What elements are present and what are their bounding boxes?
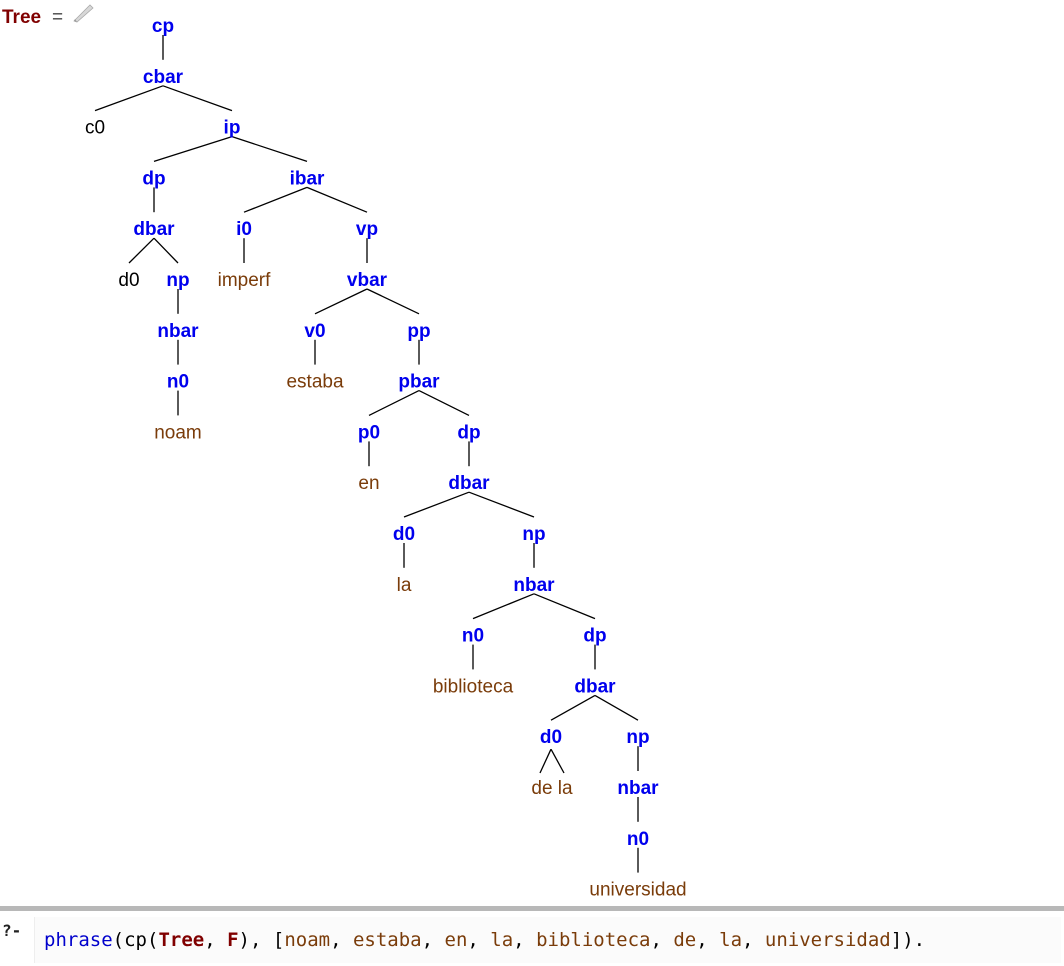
query-token-pred: phrase — [44, 929, 113, 951]
tree-leaf-c0: c0 — [85, 118, 105, 139]
query-token-punct: , — [742, 929, 765, 951]
query-token-atom: biblioteca — [536, 929, 651, 951]
answer-variable: Tree — [2, 7, 42, 28]
tree-leaf-d0: d0 — [118, 270, 139, 291]
answer-pane: Tree = cp cbar c0 ip dp dbar d0 np nbar n0 noam iba… — [2, 3, 687, 901]
tree-node-dp: dp — [457, 422, 480, 443]
tree-node-nbar: nbar — [513, 575, 555, 596]
query-token-punct: , — [467, 929, 491, 951]
query-token-atom: noam — [284, 929, 331, 951]
tree-node-v0: v0 — [304, 321, 325, 342]
tree-node-dbar: dbar — [133, 219, 175, 240]
tree-leaf-imperf: imperf — [218, 270, 272, 291]
query-token-var: Tree — [158, 929, 205, 951]
tree-leaf-noam: noam — [154, 422, 202, 443]
query-token-punct: , — [204, 929, 228, 951]
tree-edge — [539, 748, 552, 774]
query-token-atom: universidad — [764, 929, 891, 951]
tree-edge — [153, 135, 233, 163]
tree-edge — [314, 288, 368, 315]
query-token-punct: ]). — [890, 929, 926, 951]
tree-node-dp: dp — [583, 626, 606, 647]
tree-node-cbar: cbar — [143, 67, 184, 88]
query-token-punct: , — [513, 929, 537, 951]
pane-divider[interactable] — [0, 906, 1064, 911]
tree-node-pp: pp — [407, 321, 430, 342]
query-prompt: ?- — [2, 921, 22, 940]
pencil-icon[interactable] — [72, 3, 94, 28]
tree-node-p0: p0 — [358, 422, 380, 443]
tree-edge — [94, 85, 164, 112]
tree-node-dbar: dbar — [574, 676, 616, 697]
query-text[interactable]: phrase(cp(Tree, F), [noam, estaba, en, l… — [44, 929, 925, 951]
tree-node-ip: ip — [224, 118, 241, 139]
query-token-punct: , — [696, 929, 720, 951]
tree-edge — [594, 694, 639, 721]
query-editor[interactable]: phrase(cp(Tree, F), [noam, estaba, en, l… — [34, 917, 1061, 963]
tree-leaf-universidad: universidad — [589, 880, 686, 901]
tree-node-dp: dp — [142, 168, 165, 189]
query-token-atom: estaba — [352, 929, 422, 951]
tree-node-d0: d0 — [540, 727, 562, 748]
tree-edge — [418, 390, 470, 416]
tree-node-nbar: nbar — [157, 321, 199, 342]
tree-edge — [128, 237, 155, 264]
tree-node-d0: d0 — [393, 524, 415, 545]
tree-leaf-de-la: de la — [531, 778, 573, 799]
parse-tree: cp cbar c0 ip dp dbar d0 np nbar n0 noam ibar i0 impe… — [85, 16, 687, 901]
tree-edge — [550, 694, 596, 721]
tree-edge — [472, 593, 535, 620]
tree-leaf-la: la — [397, 575, 412, 596]
tree-node-dbar: dbar — [448, 473, 490, 494]
tree-edge — [533, 593, 596, 620]
tree-edge — [550, 748, 565, 774]
tree-edge — [403, 491, 470, 518]
tree-node-np: np — [626, 727, 649, 748]
tree-edge — [468, 491, 535, 518]
tree-node-np: np — [166, 270, 189, 291]
tree-node-vp: vp — [356, 219, 378, 240]
query-token-punct: ( — [112, 929, 125, 951]
tree-leaf-en: en — [358, 473, 379, 494]
tree-edge — [243, 186, 308, 213]
tree-leaf-biblioteca: biblioteca — [433, 676, 514, 697]
tree-edge — [231, 135, 308, 163]
query-token-punct: ( — [146, 929, 159, 951]
tree-node-nbar: nbar — [617, 778, 659, 799]
query-token-atom: en — [444, 929, 468, 951]
query-token-punct: ), [ — [238, 929, 285, 951]
tree-node-cp: cp — [152, 16, 174, 37]
tree-node-i0: i0 — [236, 219, 252, 240]
query-token-atom: la — [719, 929, 743, 951]
tree-edge — [153, 237, 179, 264]
query-token-punct: , — [421, 929, 445, 951]
tree-node-n0: n0 — [627, 829, 649, 850]
tree-node-ibar: ibar — [290, 168, 325, 189]
tree-edge — [366, 288, 420, 315]
tree-leaf-estaba: estaba — [286, 372, 343, 393]
query-area: ?- phrase(cp(Tree, F), [noam, estaba, en… — [0, 911, 1064, 966]
query-token-punct: , — [650, 929, 674, 951]
query-token-atom: la — [490, 929, 514, 951]
tree-node-n0: n0 — [462, 626, 484, 647]
tree-edge — [306, 186, 368, 213]
query-token-var: F — [227, 929, 239, 951]
tree-node-vbar: vbar — [347, 270, 388, 291]
tree-node-pbar: pbar — [398, 372, 440, 393]
tree-edge — [368, 390, 420, 416]
equals-sign: = — [52, 7, 64, 28]
tree-node-n0: n0 — [167, 372, 189, 393]
tree-edge — [162, 85, 233, 112]
query-token-punct: , — [330, 929, 353, 951]
query-token-atom: de — [673, 929, 697, 951]
tree-node-np: np — [522, 524, 545, 545]
query-token-plain: cp — [124, 929, 147, 951]
